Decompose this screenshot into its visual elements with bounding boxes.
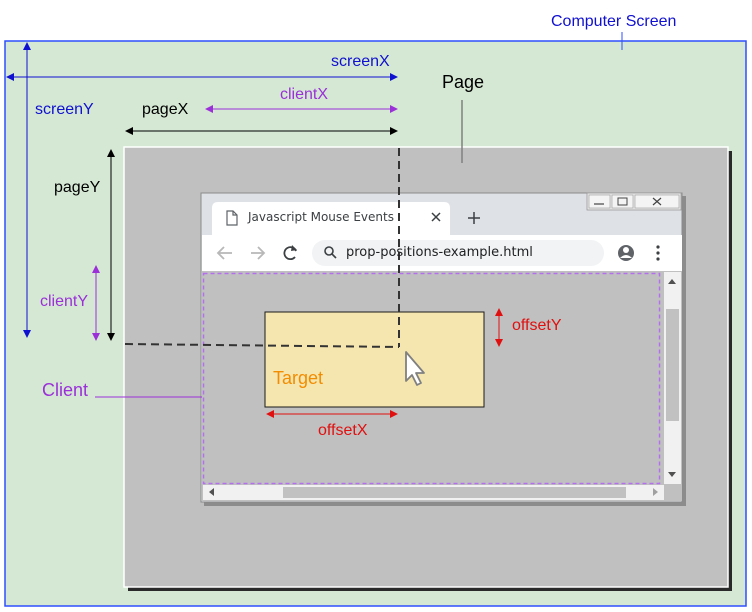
- screenx-label: screenX: [331, 53, 390, 70]
- cursor-icon: [405, 351, 425, 386]
- address-bar[interactable]: [312, 240, 604, 266]
- offsetx-label: offsetX: [318, 422, 368, 439]
- back-icon[interactable]: [216, 246, 232, 260]
- account-icon[interactable]: [618, 245, 634, 261]
- page-icon: [226, 210, 238, 226]
- horizontal-scroll-thumb[interactable]: [283, 487, 626, 498]
- address-text[interactable]: prop-positions-example.html: [346, 245, 533, 260]
- client-label: Client: [42, 380, 89, 400]
- clientx-label: clientX: [280, 86, 329, 103]
- mouse-y-guide: [124, 343, 400, 348]
- search-icon: [324, 246, 337, 259]
- target-label: Target: [273, 368, 324, 388]
- target-box[interactable]: [264, 311, 485, 408]
- page-label: Page: [442, 72, 485, 92]
- pagey-label: pageY: [54, 179, 101, 196]
- minimize-icon[interactable]: [588, 194, 611, 209]
- screeny-label: screenY: [35, 101, 94, 118]
- reload-icon[interactable]: [283, 245, 297, 261]
- forward-icon[interactable]: [251, 246, 266, 260]
- pagex-label: pageX: [142, 101, 189, 118]
- clienty-label: clientY: [40, 293, 89, 310]
- maximize-icon[interactable]: [611, 194, 634, 209]
- offsety-label: offsetY: [512, 317, 562, 334]
- vertical-scroll-thumb[interactable]: [666, 309, 679, 421]
- plus-icon[interactable]: [468, 212, 480, 224]
- close-icon[interactable]: [431, 212, 441, 222]
- computer-screen-label: Computer Screen: [551, 13, 677, 30]
- client-area: [202, 272, 661, 485]
- browser-tab[interactable]: [212, 202, 450, 235]
- menu-icon[interactable]: [656, 245, 660, 261]
- tab-title[interactable]: Javascript Mouse Events: [248, 210, 394, 224]
